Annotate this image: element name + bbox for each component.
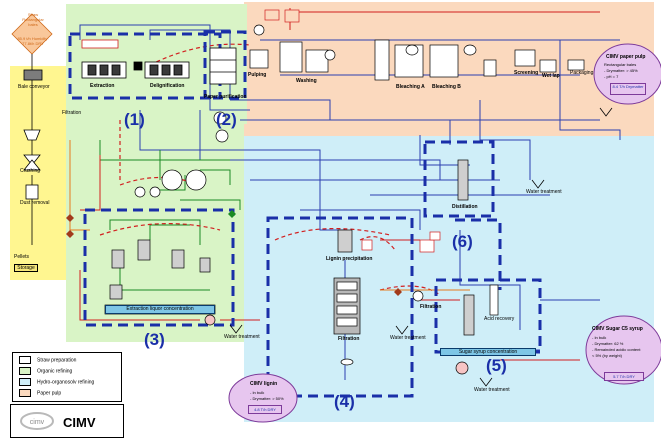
zone-straw-preparation	[10, 66, 68, 280]
straw-storage-box: Storage	[14, 264, 38, 272]
product-lignin-detail-0: - In bulk	[250, 390, 265, 395]
milling-hopper	[23, 129, 41, 141]
section-number-6: (6)	[452, 232, 473, 251]
legend-label: Paper pulp	[37, 390, 62, 397]
footer-brand: CIMV	[63, 415, 96, 430]
product-sugar-detail-3: < 5% (by weight)	[592, 353, 622, 358]
product-paper-pulp-title: CIMV paper pulp	[606, 54, 646, 60]
unit-lignin-precipitation: Lignin precipitation	[326, 256, 373, 262]
section-number-4: (4)	[334, 392, 355, 411]
unit-wet-lap: Wet lap	[542, 73, 560, 79]
pulping-tank	[249, 49, 269, 69]
hydro-equipment	[333, 159, 499, 375]
unit-water-treatment-3: Water treatment	[474, 387, 510, 393]
product-sugar-rate: 5.7 T/h DRY	[604, 372, 644, 381]
unit-water-treatment-1: Water treatment	[224, 334, 260, 340]
straw-block-4: Dust removal	[20, 200, 50, 206]
legend-item: Hydro-organosolv refining	[19, 378, 94, 386]
straw-pellets: Pellets	[14, 254, 30, 260]
feed-moisture: 85.9 t/h Humidity: 77.8t/h DRY	[17, 36, 49, 46]
section-number-5: (5)	[486, 356, 507, 375]
product-paper-pulp-detail-1: - Drymatter: > 45%	[604, 68, 638, 73]
acid-lines	[79, 8, 600, 361]
product-lignin-detail-1: - Drymatter: > 50%	[250, 396, 284, 401]
pulp-equipment	[213, 9, 585, 143]
valve-diamonds	[66, 210, 402, 296]
straw-block-3: Crushing	[20, 168, 41, 174]
straw-block-0: Bale conveyor	[18, 84, 50, 90]
unit-pulping: Pulping	[248, 72, 267, 78]
unit-water-treatment-2: Water treatment	[390, 335, 426, 341]
product-sugar-detail-1: - Drymatter: 62 %	[592, 341, 624, 346]
legend-label: Organic refining	[37, 368, 73, 375]
zone-hydro-organosolv	[244, 136, 654, 422]
product-lignin-title: CIMV lignin	[250, 381, 278, 387]
dust-filter	[25, 184, 39, 200]
unit-extraction: Extraction	[90, 83, 115, 89]
unit-screening: Screening	[514, 70, 539, 76]
unit-packaging: Packaging	[570, 70, 594, 76]
paper-purification-unit	[209, 47, 237, 85]
process-lines	[79, 24, 621, 380]
distillation-column	[457, 159, 469, 201]
unit-filtration: Filtration	[62, 110, 82, 116]
product-sugar-detail-0: - In bulk	[592, 335, 607, 340]
unit-sugar-syrup-concentration: Sugar syrup concentration	[440, 348, 536, 356]
reactors	[81, 39, 237, 85]
unit-water-treatment-4: Water treatment	[526, 189, 562, 195]
unit-filtration-sugar: Filtration	[420, 304, 442, 310]
bale-conveyor	[23, 69, 43, 81]
lignin-precipitation-tank	[337, 229, 353, 253]
section-number-2: (2)	[216, 110, 237, 129]
product-lignin-rate: 4.8 T/h DRY	[248, 405, 282, 414]
acid-dashed-lines	[99, 43, 441, 296]
water-treatment-icons	[229, 107, 613, 387]
unit-washing: Washing	[296, 78, 317, 84]
legend-label: Hydro-organosolv refining	[37, 379, 95, 386]
legend-label: Straw preparation	[37, 357, 77, 364]
logo-text: cimv	[30, 419, 45, 426]
product-paper-pulp-rate: 8.4 T/h Drymatter	[610, 83, 646, 95]
product-paper-pulp-detail-2: - pH = 7	[604, 74, 619, 79]
product-sugar-detail-2: - Remainded acidic content	[592, 347, 641, 352]
legend-item: Straw preparation	[19, 356, 76, 364]
unit-filtration-lignin: Filtration	[338, 336, 360, 342]
section-border-2	[203, 30, 247, 100]
legend: Straw preparation Organic refining Hydro…	[12, 352, 122, 402]
section-border-6	[423, 140, 495, 218]
unit-delignification: Delignification	[150, 83, 185, 89]
unit-extraction-sugar: Extraction liquor concentration	[105, 305, 215, 314]
cimv-logo-icon: cimv	[20, 412, 54, 430]
unit-paper-purification: Paper purification	[204, 94, 247, 100]
section-border-4	[266, 216, 414, 398]
legend-swatch-organic	[19, 367, 31, 375]
legend-swatch-hydro	[19, 378, 31, 386]
sugar-evaporator	[463, 294, 475, 336]
unit-acid-recovery: Acid recovery	[484, 316, 515, 322]
section-number-3: (3)	[144, 330, 165, 349]
legend-swatch-straw	[19, 356, 31, 364]
straw-prep-equipment	[11, 13, 53, 245]
unit-bleaching-b: Bleaching B	[432, 84, 461, 90]
unit-bleaching-a: Bleaching A	[396, 84, 425, 90]
unit-distillation: Distillation	[452, 204, 478, 210]
section-border-3	[83, 208, 235, 327]
legend-swatch-paper	[19, 389, 31, 397]
feed-label: Straw Rectangular bales	[22, 12, 44, 27]
product-paper-pulp-detail-0: Rectangular bales	[604, 62, 637, 67]
legend-item: Organic refining	[19, 367, 72, 375]
footer-logo-block: cimv CIMV	[10, 404, 124, 438]
product-sugar-title: CIMV Sugar C5 syrup	[592, 326, 643, 332]
legend-item: Paper pulp	[19, 389, 61, 397]
section-number-1: (1)	[124, 110, 145, 129]
